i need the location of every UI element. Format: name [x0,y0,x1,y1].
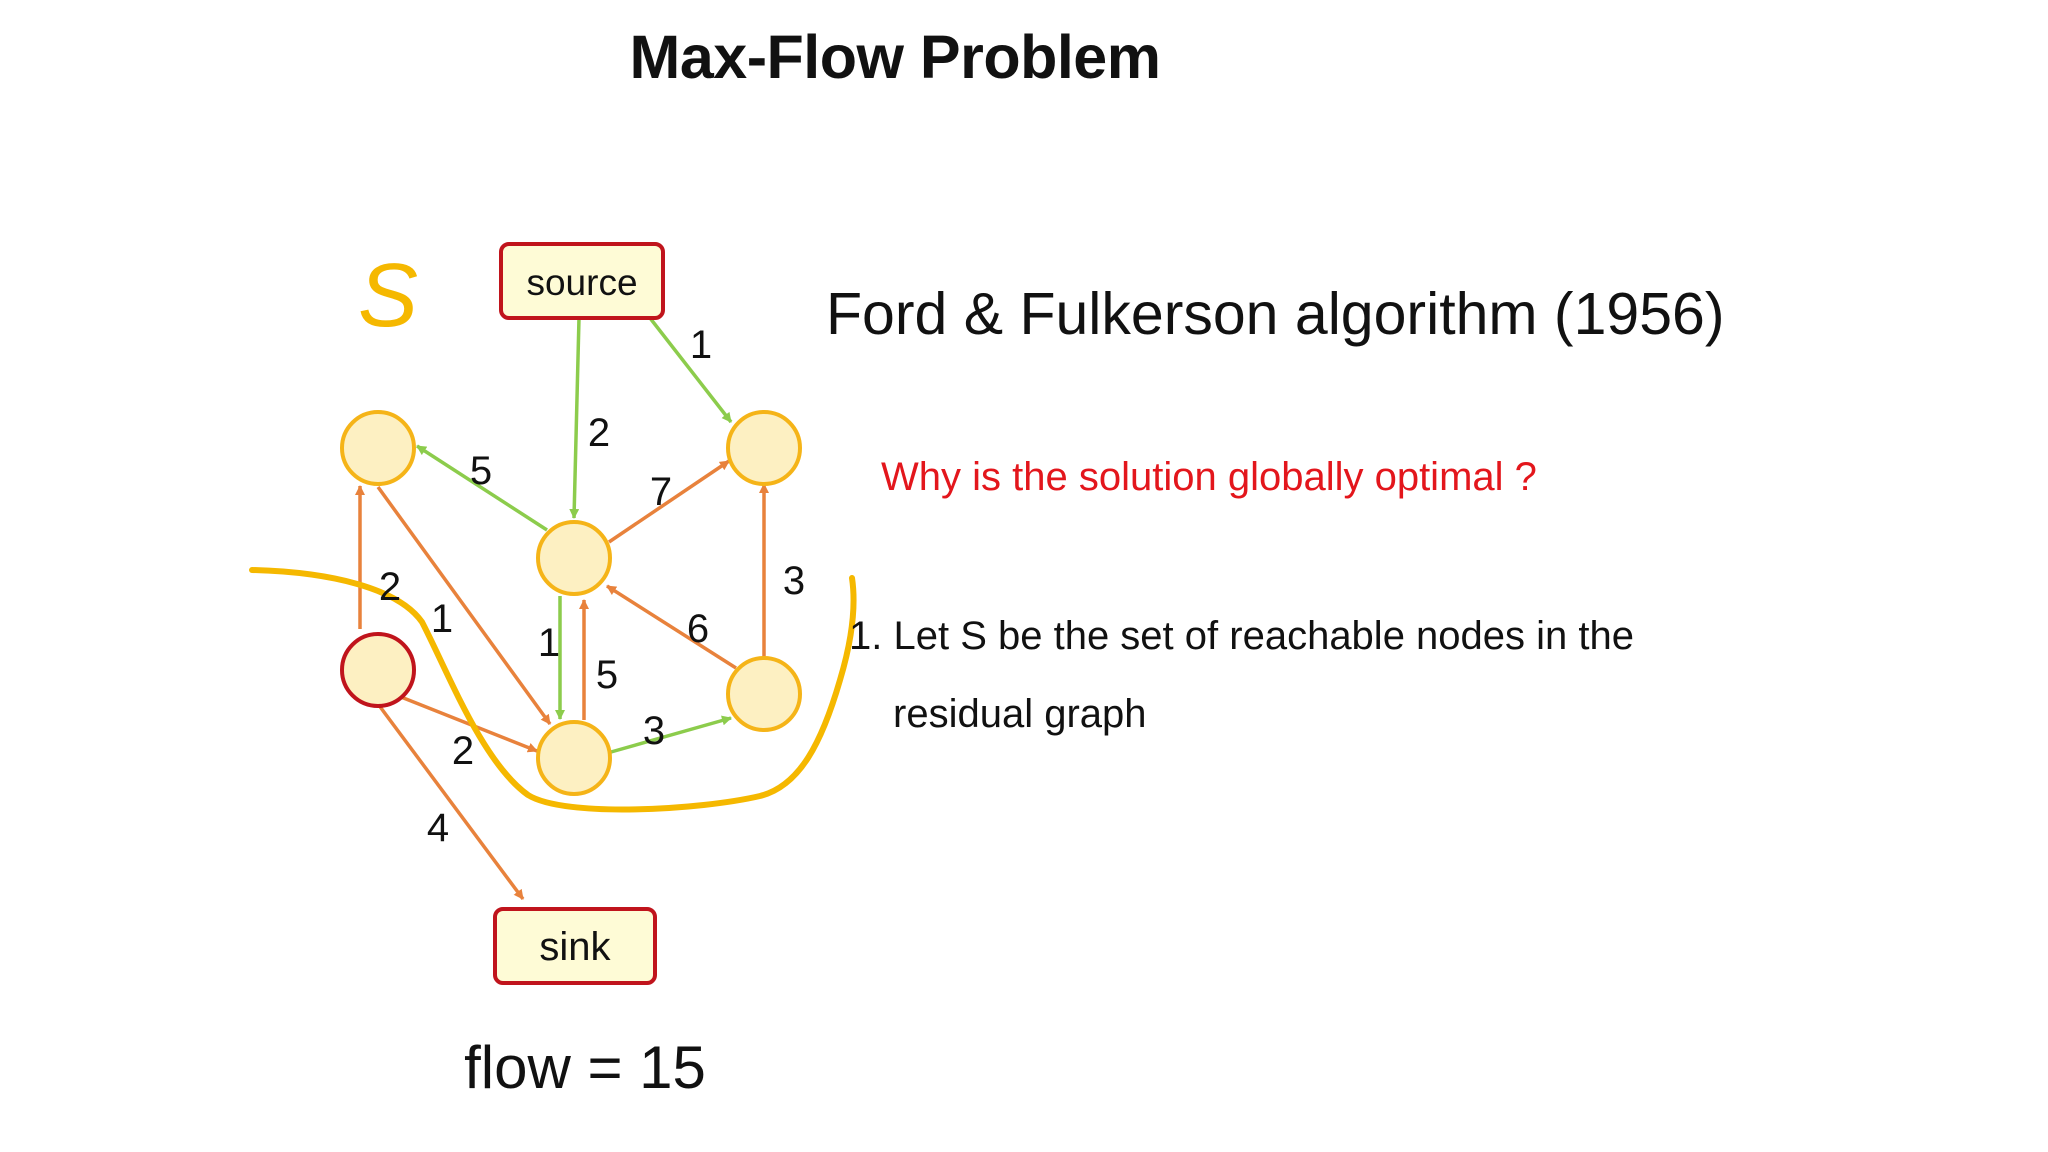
edge-left-to-sink [376,702,525,901]
edge-label: 1 [690,323,712,367]
flow-value: flow = 15 [464,1034,706,1101]
slide-title: Max-Flow Problem [629,23,1161,91]
node-top-right [726,410,802,486]
edge-left-to-bottom-center [400,695,538,753]
edge-label: 5 [596,653,618,697]
edge-center-to-top-left [416,444,548,532]
edge-label: 4 [427,806,449,850]
edge-bottom-center-to-bottom-right [610,715,732,754]
node-left-highlighted [340,632,416,708]
cut-curve [249,567,857,813]
edge-source-to-center [569,317,581,519]
source-box [499,242,665,320]
algorithm-title: Ford & Fulkerson algorithm (1956) [826,281,1725,347]
edge-bottom-right-to-center [606,584,737,670]
edge-top-left-to-bottom-center [376,485,552,726]
optimality-question: Why is the solution globally optimal ? [881,455,1537,499]
edge-source-to-top-right [648,316,733,424]
edge-label: 2 [379,565,401,609]
edge-label: 1 [431,597,453,641]
edge-center-to-top-right [608,459,730,544]
point-1-line-2: residual graph [893,692,1147,736]
node-center [536,520,612,596]
set-s-label: S [358,246,418,346]
edge-label: 3 [643,709,665,753]
sink-box [493,907,657,985]
sink-label: sink [539,925,611,969]
edge-label: 3 [783,559,805,603]
node-bottom-right [726,656,802,732]
edge-label: 1 [538,621,560,665]
edge-label: 6 [687,607,709,651]
node-bottom-center [536,720,612,796]
node-top-left [340,410,416,486]
edge-label: 2 [588,411,610,455]
point-1-line-1: 1. Let S be the set of reachable nodes i… [849,614,1634,658]
edge-label: 2 [452,729,474,773]
edge-label: 7 [650,470,672,514]
source-label: source [526,262,637,303]
edge-label: 5 [470,449,492,493]
